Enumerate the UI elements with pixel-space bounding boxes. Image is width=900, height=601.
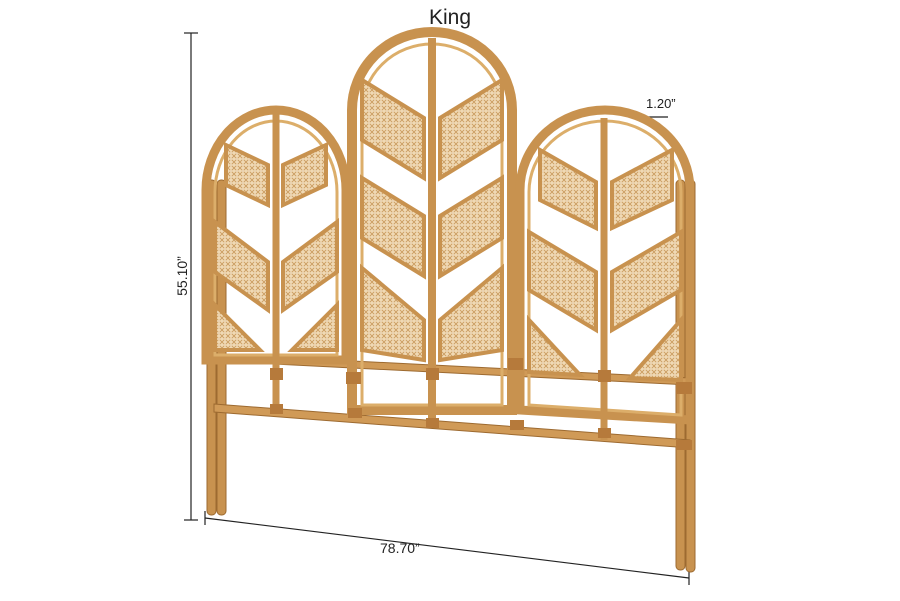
left-panel [201,105,351,410]
width-dimension-label: 78.70” [380,540,420,556]
rattan-wraps [270,358,692,450]
width-dimension-line [204,517,690,579]
height-dimension-label: 55.10” [173,256,190,296]
center-panel [347,27,517,420]
dimension-lines [184,32,690,585]
size-label: King [428,6,472,29]
rails [213,353,691,449]
depth-dimension-label: 1.20” [646,96,676,111]
right-panel [515,105,695,440]
